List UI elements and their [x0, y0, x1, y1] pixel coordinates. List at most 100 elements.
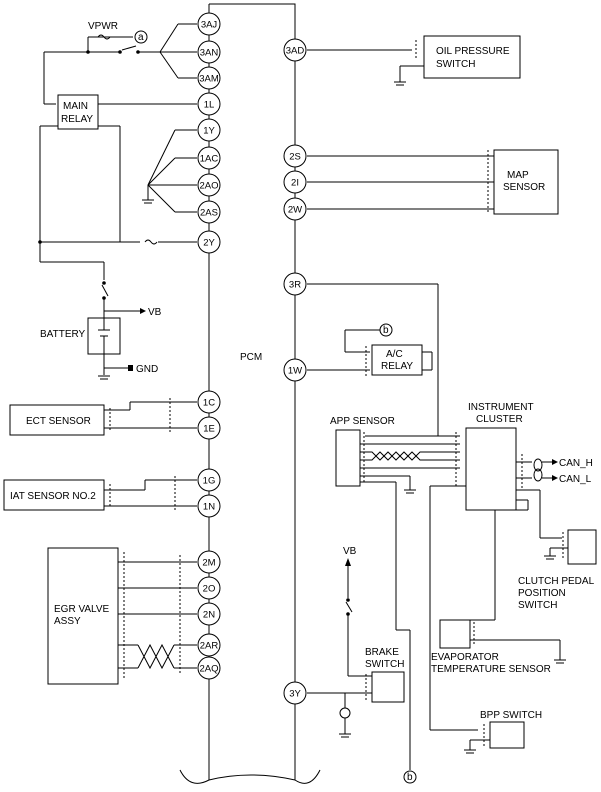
pin-label: 1AC [200, 154, 219, 165]
pin-circle [197, 550, 221, 574]
pin-circle [197, 92, 221, 116]
pin-3ad: 3AD [283, 38, 307, 62]
oil-label-2: SWITCH [436, 59, 475, 70]
pin-circle [197, 633, 221, 657]
pin-circle [197, 656, 221, 680]
pin-3aj: 3AJ [197, 12, 221, 36]
pin-2ar: 2AR [197, 633, 221, 657]
ac-relay-wiring: b A/C RELAY [307, 323, 433, 376]
instrument-cluster-wiring: INSTRUMENT CLUSTER CAN_H CAN_L [429, 402, 593, 731]
pin-circle [197, 146, 221, 170]
main-relay-label-2: RELAY [61, 114, 93, 125]
pin-2as: 2AS [197, 200, 221, 224]
pin-label: 2W [288, 205, 302, 216]
brake-switch-box [371, 671, 405, 703]
pin-1e: 1E [197, 416, 221, 440]
map-label-1: MAP [507, 170, 529, 181]
pin-circle [197, 576, 221, 600]
pin-label: 1Y [203, 126, 215, 137]
pin-label: 1W [288, 366, 302, 377]
pin-label: 2Y [203, 238, 215, 249]
pin-label: 2AR [200, 641, 219, 652]
iat-sensor-box [3, 479, 105, 511]
pin-label: 3Y [289, 689, 301, 700]
bpp-switch-label: BPP SWITCH [480, 710, 542, 721]
pin-2m: 2M [197, 550, 221, 574]
pin-3am: 3AM [197, 66, 221, 90]
pcm-left-pins: 3AJ3AN3AM1L1Y1AC2AO2AS2Y1C1E1G1N2M2O2N2A… [197, 12, 221, 680]
map-label-2: SENSOR [503, 182, 545, 193]
pin-label: 1G [203, 476, 216, 487]
ref-b-bottom-label: b [407, 772, 413, 783]
ect-sensor-box [9, 404, 105, 436]
oil-pressure-wiring: OIL PRESSURE SWITCH [307, 35, 521, 86]
pin-circle [283, 38, 307, 62]
evap-label-2: TEMPERATURE SENSOR [431, 664, 551, 675]
pin-label: 2O [203, 584, 216, 595]
pin-label: 2I [291, 178, 299, 189]
ic-label-1: INSTRUMENT [468, 402, 534, 413]
vb-label: VB [148, 307, 162, 318]
pin-3an: 3AN [197, 40, 221, 64]
pin-2ao: 2AO [197, 173, 221, 197]
can-h-label: CAN_H [559, 458, 593, 469]
clutch-label-1: CLUTCH PEDAL [518, 576, 595, 587]
oil-label-1: OIL PRESSURE [436, 46, 510, 57]
pin-circle [283, 197, 307, 221]
ic-label-2: CLUSTER [476, 414, 523, 425]
pin-label: 1L [204, 100, 215, 111]
vb2-label: VB [343, 546, 357, 557]
bpp-switch-box [489, 721, 525, 749]
iat-sensor-label: IAT SENSOR NO.2 [10, 491, 96, 502]
pin-2o: 2O [197, 576, 221, 600]
pcm-boundary: PCM [179, 3, 321, 784]
pin-1l: 1L [197, 92, 221, 116]
power-supply-wiring: VPWR a MAIN RELAY [38, 21, 197, 380]
pin-circle [197, 40, 221, 64]
pin-2s: 2S [283, 144, 307, 168]
clutch-switch-wiring: CLUTCH PEDAL POSITION SWITCH [518, 529, 597, 611]
gnd-label: GND [136, 364, 158, 375]
brake-label-1: BRAKE [365, 647, 399, 658]
pin-2n: 2N [197, 602, 221, 626]
ect-sensor-wiring: ECT SENSOR [9, 398, 197, 436]
pin-label: 1C [203, 398, 215, 409]
pin-2i: 2I [283, 170, 307, 194]
clutch-label-3: SWITCH [518, 600, 557, 611]
pin-1g: 1G [197, 468, 221, 492]
instrument-cluster-box [465, 427, 517, 511]
vpwr-label: VPWR [88, 21, 118, 32]
pin-label: 3AM [199, 74, 219, 85]
pin-1y: 1Y [197, 118, 221, 142]
ref-b-top-label: b [383, 325, 389, 336]
app-sensor-label: APP SENSOR [330, 416, 395, 427]
pin-circle [283, 170, 307, 194]
pin-2y: 2Y [197, 230, 221, 254]
iat-sensor-wiring: IAT SENSOR NO.2 [3, 476, 197, 511]
app-sensor-box [335, 429, 361, 487]
pin-circle [197, 173, 221, 197]
map-sensor-box [493, 149, 559, 215]
ac-label-1: A/C [386, 349, 403, 360]
ref-b-bottom-circle [403, 770, 417, 784]
battery-label: BATTERY [40, 329, 86, 340]
pin-label: 2N [203, 610, 215, 621]
pin-label: 2M [202, 558, 215, 569]
pin-3y: 3Y [283, 681, 307, 705]
ac-label-2: RELAY [381, 361, 413, 372]
pin-1ac: 1AC [197, 146, 221, 170]
pin-label: 1E [203, 424, 215, 435]
evaporator-sensor-wiring: EVAPORATOR TEMPERATURE SENSOR [431, 619, 566, 675]
pin-circle [283, 358, 307, 382]
pin-2w: 2W [283, 197, 307, 221]
pin-circle [197, 602, 221, 626]
pin-label: 3AD [286, 46, 305, 57]
pin-label: 3R [289, 280, 301, 291]
pin-circle [283, 272, 307, 296]
pin-circle [197, 200, 221, 224]
pcm-right-pins: 3AD 2S 2I 2W 3R 1W 3Y [283, 38, 307, 705]
pin-2aq: 2AQ [197, 656, 221, 680]
main-relay-box [57, 94, 99, 130]
clutch-switch-box [567, 529, 597, 565]
